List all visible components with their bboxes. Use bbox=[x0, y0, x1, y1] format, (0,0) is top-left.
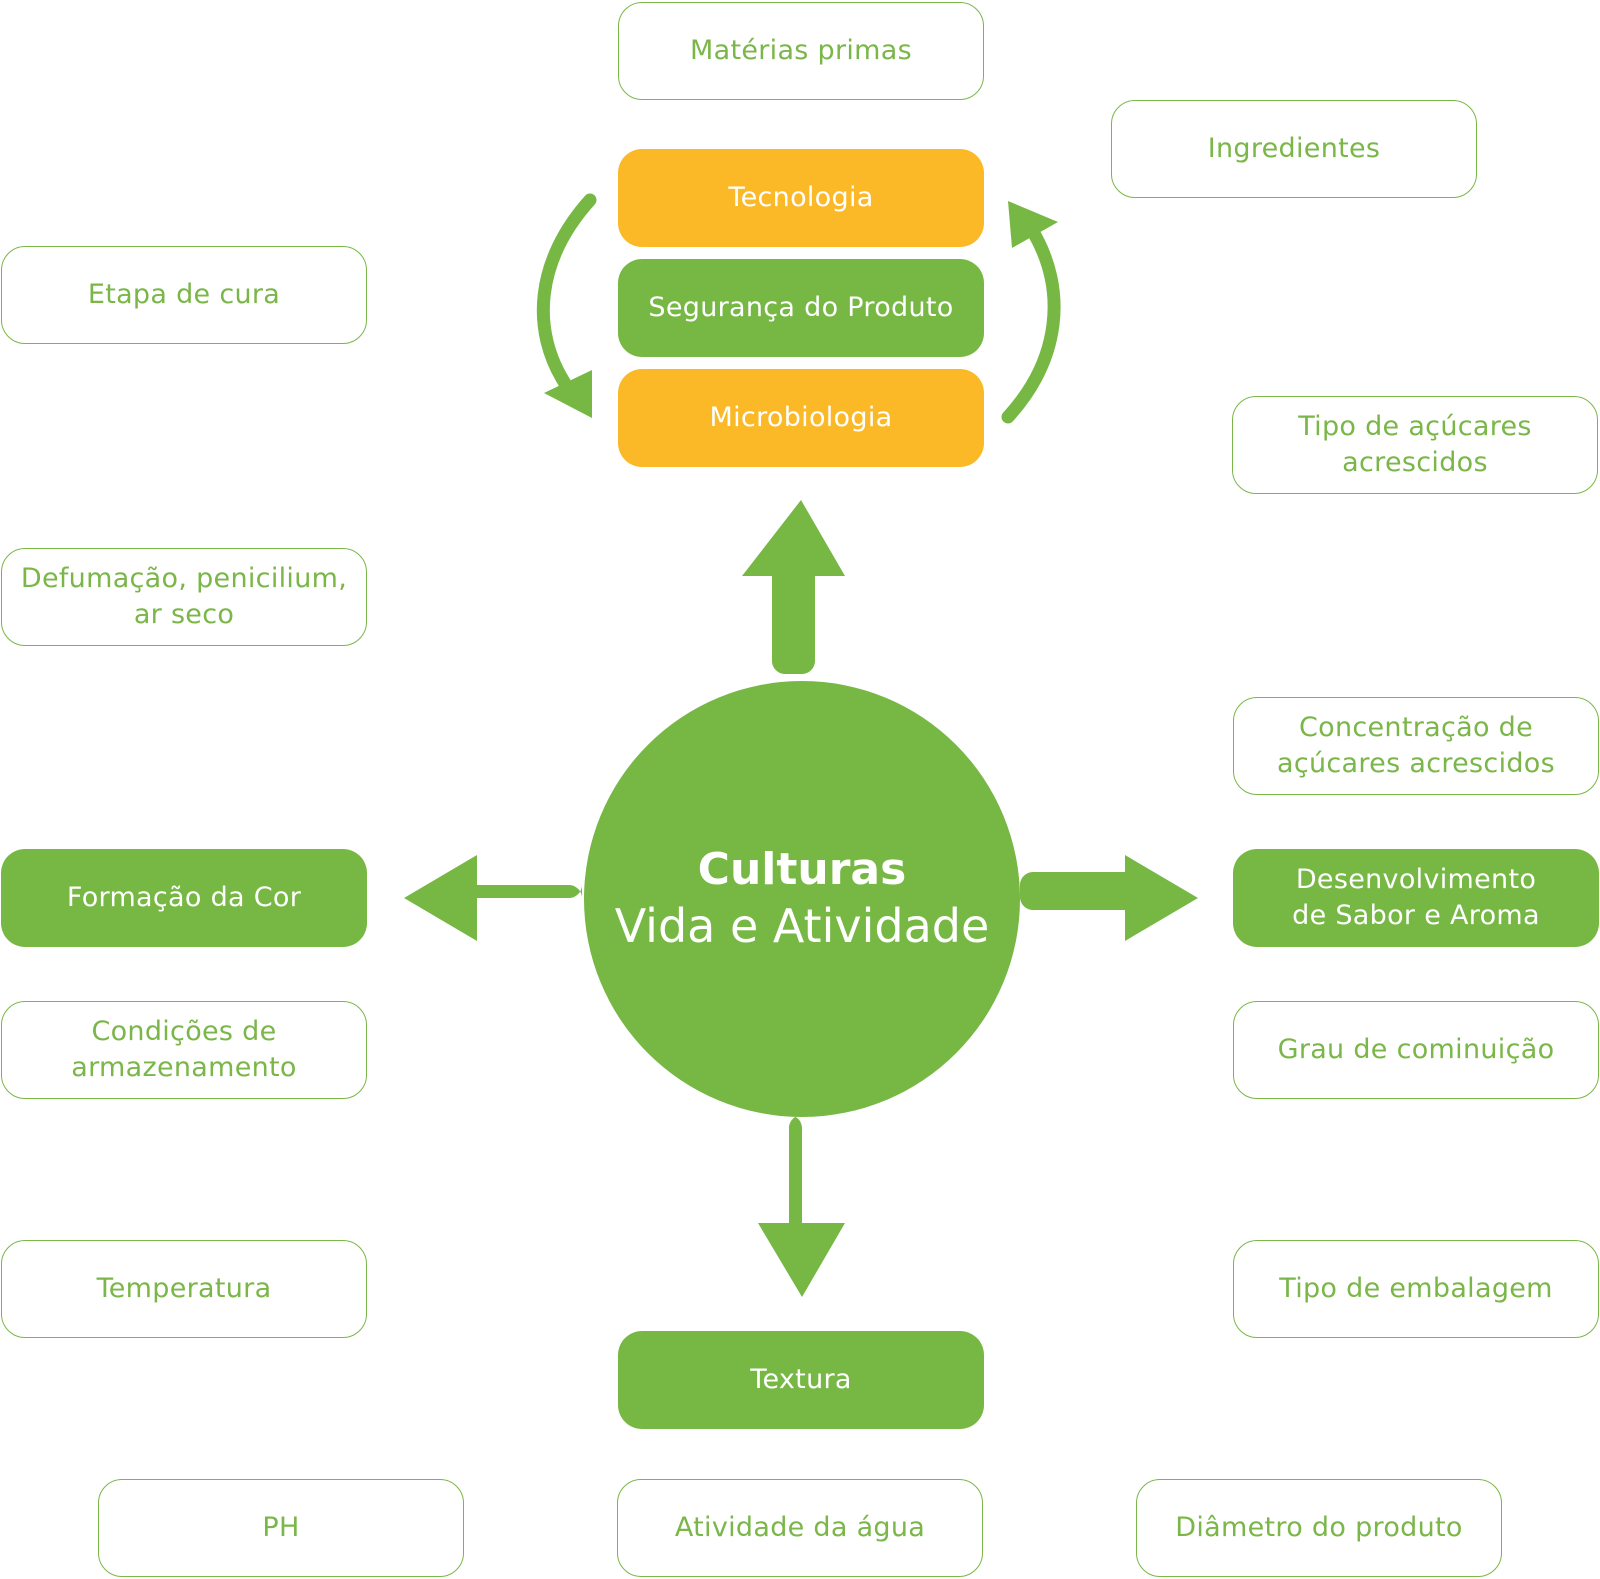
box-ingredientes: Ingredientes bbox=[1111, 100, 1477, 198]
box-diametro-produto: Diâmetro do produto bbox=[1136, 1479, 1502, 1577]
curved-arrow-left-head bbox=[544, 370, 592, 418]
box-sabor-aroma-line1: Desenvolvimento bbox=[1295, 864, 1537, 895]
box-ph: PH bbox=[98, 1479, 464, 1577]
box-grau-cominuicao-label: Grau de cominuição bbox=[1277, 1034, 1555, 1065]
box-temperatura: Temperatura bbox=[1, 1240, 367, 1338]
box-ph-label: PH bbox=[262, 1512, 300, 1543]
box-tipo-acucares-line2: acrescidos bbox=[1342, 447, 1488, 478]
box-tipo-acucares: Tipo de açúcares acrescidos bbox=[1232, 396, 1598, 494]
arrow-down bbox=[758, 1115, 845, 1297]
box-materias-primas-label: Matérias primas bbox=[690, 35, 912, 66]
box-textura: Textura bbox=[618, 1331, 984, 1429]
box-microbiologia: Microbiologia bbox=[618, 369, 984, 467]
arrow-right bbox=[1020, 855, 1198, 941]
box-concentracao-acucares: Concentração de açúcares acrescidos bbox=[1233, 697, 1599, 795]
center-hub-circle: Culturas Vida e Atividade bbox=[584, 681, 1020, 1117]
box-microbiologia-label: Microbiologia bbox=[709, 402, 893, 433]
box-tipo-acucares-line1: Tipo de açúcares bbox=[1298, 411, 1532, 442]
box-seguranca-produto-label: Segurança do Produto bbox=[648, 292, 954, 323]
box-tipo-embalagem-label: Tipo de embalagem bbox=[1279, 1273, 1553, 1304]
box-defumacao: Defumação, penicilium, ar seco bbox=[1, 548, 367, 646]
box-formacao-cor-label: Formação da Cor bbox=[66, 882, 302, 913]
box-tipo-embalagem: Tipo de embalagem bbox=[1233, 1240, 1599, 1338]
box-defumacao-line2: ar seco bbox=[133, 599, 235, 630]
box-temperatura-label: Temperatura bbox=[96, 1273, 272, 1304]
box-tecnologia: Tecnologia bbox=[618, 149, 984, 247]
center-hub-title: Culturas bbox=[697, 844, 907, 895]
box-sabor-aroma-line2: de Sabor e Aroma bbox=[1292, 900, 1540, 931]
box-defumacao-line1: Defumação, penicilium, bbox=[20, 563, 348, 594]
arrow-up bbox=[742, 500, 845, 674]
box-diametro-produto-label: Diâmetro do produto bbox=[1175, 1512, 1463, 1543]
box-grau-cominuicao: Grau de cominuição bbox=[1233, 1001, 1599, 1099]
box-seguranca-produto: Segurança do Produto bbox=[618, 259, 984, 357]
box-etapa-de-cura: Etapa de cura bbox=[1, 246, 367, 344]
box-tecnologia-label: Tecnologia bbox=[728, 182, 874, 213]
box-concentracao-line1: Concentração de bbox=[1298, 712, 1534, 743]
box-textura-label: Textura bbox=[750, 1364, 852, 1395]
box-formacao-cor: Formação da Cor bbox=[1, 849, 367, 947]
box-atividade-agua: Atividade da água bbox=[617, 1479, 983, 1577]
box-etapa-de-cura-label: Etapa de cura bbox=[87, 279, 281, 310]
box-sabor-aroma: Desenvolvimento de Sabor e Aroma bbox=[1233, 849, 1599, 947]
box-condicoes-line1: Condições de bbox=[91, 1016, 277, 1047]
center-hub-subtitle: Vida e Atividade bbox=[614, 899, 990, 953]
curved-arrow-right-head bbox=[1008, 201, 1058, 248]
box-ingredientes-label: Ingredientes bbox=[1207, 133, 1381, 164]
curved-arrow-right bbox=[1001, 223, 1061, 424]
box-materias-primas: Matérias primas bbox=[618, 2, 984, 100]
arrow-left bbox=[404, 855, 582, 941]
box-atividade-agua-label: Atividade da água bbox=[674, 1512, 926, 1543]
curved-arrow-left bbox=[536, 193, 597, 392]
box-condicoes-line2: armazenamento bbox=[71, 1052, 297, 1083]
box-concentracao-line2: açúcares acrescidos bbox=[1276, 748, 1555, 779]
box-condicoes-armazenamento: Condições de armazenamento bbox=[1, 1001, 367, 1099]
